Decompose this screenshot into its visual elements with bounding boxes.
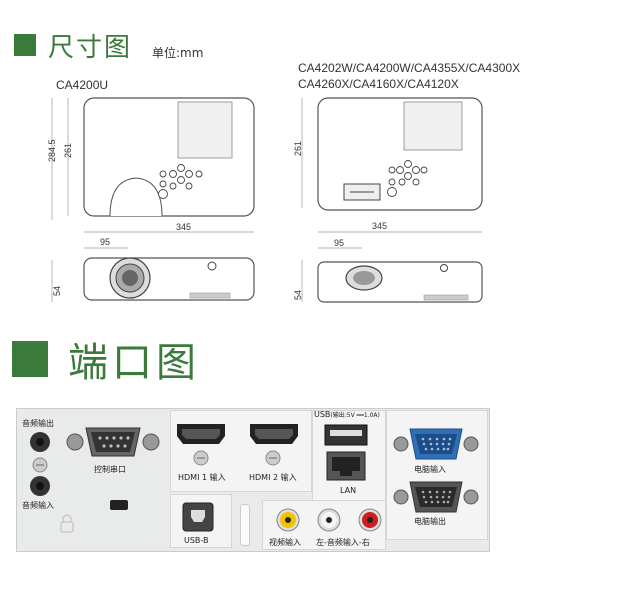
port-section-marker [12,341,48,377]
pc-out-port [393,481,479,513]
panel-divider [240,504,250,546]
lock-icon [60,514,74,533]
hdmi1-port [177,424,225,444]
lan-port [326,451,366,481]
hdmi1-screw-icon [193,450,209,466]
pc-in-label: 电脑输入 [414,465,446,474]
left-depth-label: 261 [63,142,73,158]
audio-screw-icon [32,457,48,473]
left-height-label: 54 [52,285,62,296]
size-section-marker [14,34,36,56]
video-in-jack [276,508,300,532]
control-serial-label: 控制串口 [94,465,126,474]
port-section-title: 端口图 [68,340,200,386]
left-projector-drawing [51,97,255,302]
unit-label: 单位:mm [152,46,204,60]
hdmi2-port [250,424,298,444]
security-slot [110,500,128,510]
left-lens-offset-label: 95 [100,237,111,247]
right-width-label: 345 [372,221,388,231]
hdmi-recess [170,410,312,492]
right-model-line1: CA4202W/CA4200W/CA4355X/CA4300X [298,61,521,75]
hdmi2-label: HDMI 2 输入 [249,473,297,482]
audio-left-jack [317,508,341,532]
audio-out-label: 音频输出 [22,419,54,428]
usb-label: USB(输出:5V ══1.0A) [314,410,380,419]
right-height-label: 54 [293,289,303,300]
usb-b-label: USB-B [184,536,209,545]
right-model-line2: CA4260X/CA4160X/CA4120X [298,77,459,91]
audio-in-label: 音频输入 [22,501,54,510]
right-depth-label: 261 [293,140,303,156]
usb-note-label: (输出:5V ══1.0A) [330,412,380,419]
size-section-title: 尺寸图 [48,33,133,63]
usb-b-port [182,502,214,532]
left-width-label: 345 [176,222,192,232]
left-depth-outer-label: 284.5 [47,139,57,162]
right-projector-drawing [301,97,483,303]
audio-in-jack [30,476,50,496]
left-model-label: CA4200U [56,78,109,92]
video-in-label: 视频输入 [269,538,301,547]
audio-right-jack [358,508,382,532]
lan-label: LAN [340,486,357,495]
usb-top-label: USB [314,410,331,419]
hdmi2-screw-icon [265,450,281,466]
pc-out-label: 电脑输出 [414,517,446,526]
hdmi1-label: HDMI 1 输入 [178,473,226,482]
usb-a-port [324,424,368,446]
right-lens-offset-label: 95 [334,238,345,248]
audio-out-jack [30,432,50,452]
control-serial-port [66,427,160,457]
pc-in-port [393,428,479,460]
audio-lr-label: 左-音频输入-右 [316,538,370,547]
